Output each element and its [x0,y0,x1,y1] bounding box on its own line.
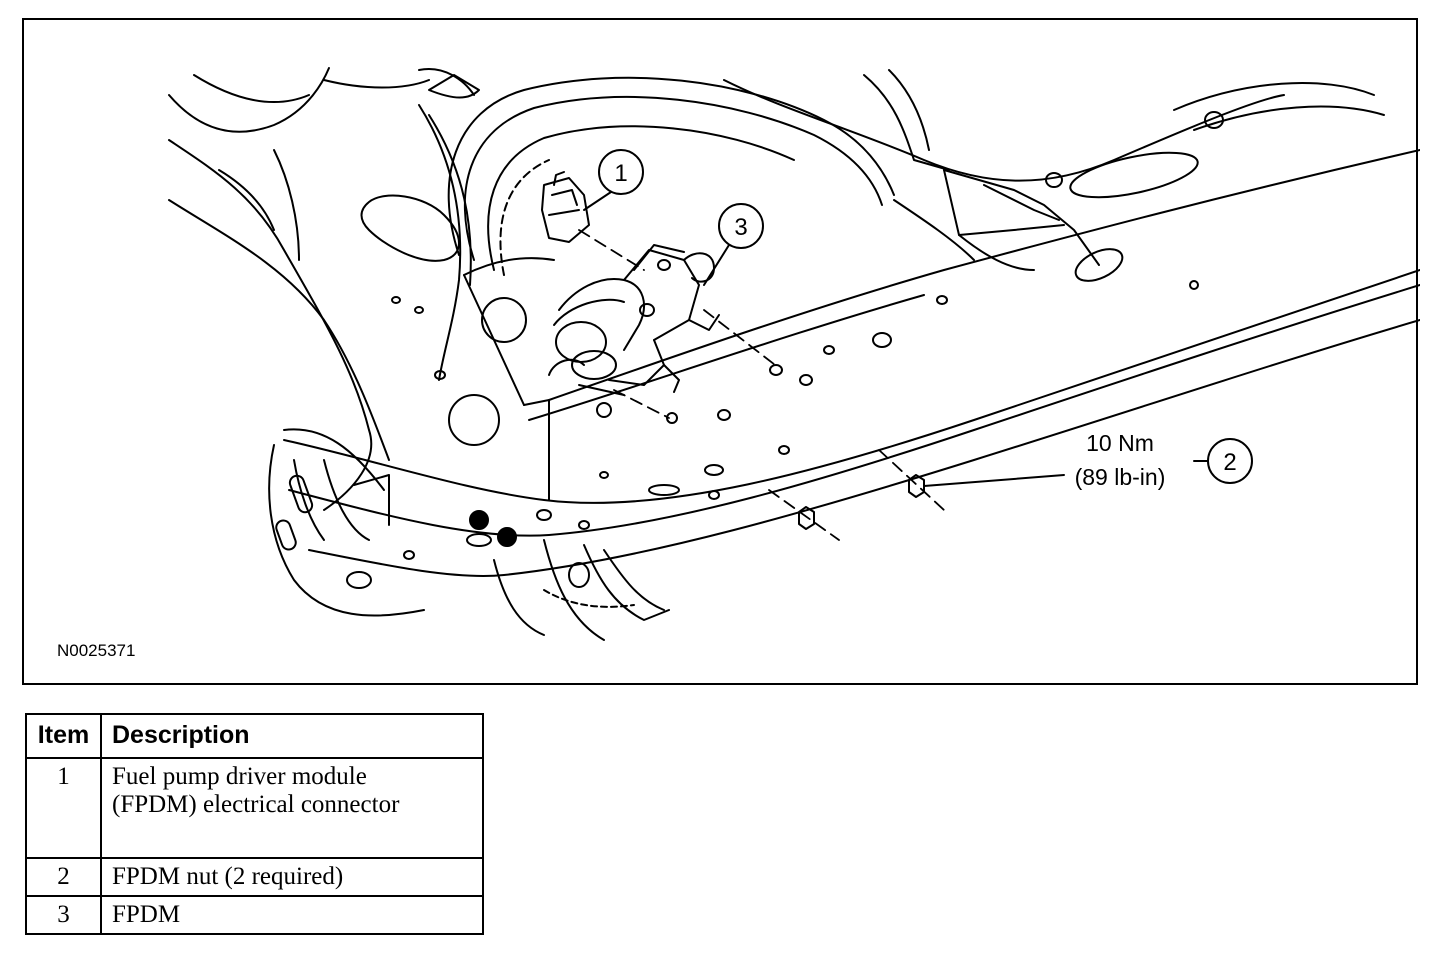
panel-cutouts [360,111,1224,282]
legend-item-number: 1 [25,757,102,859]
wheel-well-arch [418,68,950,276]
frame-rail [283,149,1420,577]
torque-spec-nm: 10 Nm [1086,430,1154,456]
callouts [583,149,1253,487]
legend-item-description: Fuel pump driver module (FPDM) electrica… [100,757,484,859]
legend-row: 1 Fuel pump driver module (FPDM) electri… [25,757,484,859]
left-body-structure [168,67,472,511]
rail-holes [391,280,1199,560]
legend-table: Item Description 1 Fuel pump driver modu… [25,713,484,935]
callout-3-label: 3 [734,214,747,241]
torque-spec-lbin: (89 lb-in) [1075,464,1166,490]
front-bracket [268,428,425,617]
fpdm-module [548,244,720,396]
legend-item-description: FPDM [100,895,484,935]
fasteners [666,364,925,530]
figure-frame: 1 2 3 10 Nm (89 lb-in) N0025371 [22,18,1420,685]
lower-suspension-bracket [493,539,670,641]
description-line: Fuel pump driver module [112,763,367,790]
legend-header-item: Item [25,713,102,759]
fpdm-illustration: 1 2 3 10 Nm (89 lb-in) N0025371 [57,67,1420,660]
legend-header-description: Description [100,713,484,759]
legend-item-number: 3 [25,895,102,935]
legend-item-number: 2 [25,857,102,897]
figure-code: N0025371 [57,641,135,660]
fpdm-connector [541,171,590,243]
callout-1-label: 1 [614,160,627,187]
callout-2-label: 2 [1223,449,1236,476]
legend-item-description: FPDM nut (2 required) [100,857,484,897]
description-line: (FPDM) electrical connector [112,791,400,818]
legend-row: 3 FPDM [25,895,484,935]
right-upper-panel [723,79,1385,271]
legend-header-row: Item Description [25,713,484,759]
legend-row: 2 FPDM nut (2 required) [25,857,484,897]
installation-dash-lines [578,229,945,541]
